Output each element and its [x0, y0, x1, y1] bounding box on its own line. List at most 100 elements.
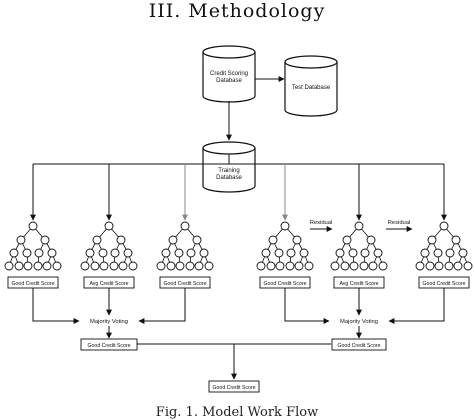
tree-node	[425, 261, 435, 271]
tree-node	[194, 261, 204, 271]
tree-score-label: Avg Credit Score	[339, 281, 378, 287]
residual-arrows: Residual Residual	[310, 220, 413, 232]
tree-node	[378, 261, 388, 271]
tree-node	[14, 261, 24, 271]
tree-node	[23, 261, 33, 271]
tree-score-box: Good Credit Score	[159, 276, 211, 289]
tree-node	[420, 248, 430, 258]
tree-score-label: Good Credit Score	[164, 281, 207, 287]
tree-node	[166, 261, 176, 271]
figure-caption: Fig. 1. Model Work Flow	[155, 405, 319, 420]
ensemble-score-label: Good Credit Score	[88, 343, 131, 349]
tree-feed-arrows	[30, 164, 447, 221]
decision-tree	[330, 221, 388, 271]
tree-node	[85, 248, 95, 258]
tree-node	[9, 248, 19, 258]
tree-node	[109, 261, 119, 271]
tree-node	[434, 261, 444, 271]
tree-node	[451, 235, 461, 245]
ensemble-score-box: Good Credit Score	[331, 338, 387, 351]
tree-node	[174, 248, 184, 258]
tree-node	[156, 261, 166, 271]
tree-node	[304, 261, 314, 271]
decision-trees	[4, 221, 473, 271]
tree-node	[268, 235, 278, 245]
tree-node	[340, 261, 350, 271]
tree-score-label: Good Credit Score	[264, 281, 307, 287]
tree-node	[28, 221, 38, 231]
tree-node	[444, 261, 454, 271]
test-db-label: Test Database	[292, 85, 331, 91]
tree-node	[453, 261, 463, 271]
tree-node	[360, 248, 370, 258]
tree-node	[185, 261, 195, 271]
section-heading: III. Methodology	[148, 0, 326, 22]
tree-node	[192, 235, 202, 245]
tree-node	[266, 261, 276, 271]
tree-node	[98, 248, 108, 258]
tree-node	[373, 248, 383, 258]
vote-input-arrow	[138, 288, 186, 324]
tree-node	[274, 248, 284, 258]
tree-node	[285, 261, 295, 271]
tree-node	[104, 221, 114, 231]
decision-tree	[256, 221, 314, 271]
tree-node	[286, 248, 296, 258]
tree-node	[299, 248, 309, 258]
decision-tree	[415, 221, 473, 271]
tree-node	[22, 248, 32, 258]
tree-score-box: Good Credit Score	[259, 276, 311, 289]
tree-node	[433, 248, 443, 258]
tree-node	[349, 261, 359, 271]
tree-node	[463, 261, 473, 271]
decision-tree	[156, 221, 214, 271]
tree-node	[359, 261, 369, 271]
tree-node	[168, 235, 178, 245]
tree-node	[415, 261, 425, 271]
tree-node	[33, 261, 43, 271]
tree-node	[368, 261, 378, 271]
tree-score-box: Good Credit Score	[418, 276, 470, 289]
tree-score-label: Avg Credit Score	[89, 281, 128, 287]
tree-node	[275, 261, 285, 271]
tree-node	[16, 235, 26, 245]
tree-score-label: Good Credit Score	[12, 281, 55, 287]
tree-node	[175, 261, 185, 271]
tree-node	[99, 261, 109, 271]
tree-node	[180, 221, 190, 231]
tree-node	[427, 235, 437, 245]
tree-node	[439, 221, 449, 231]
test-db-cylinder: Test Database	[284, 55, 338, 117]
tree-node	[330, 261, 340, 271]
tree-score-label: Good Credit Score	[423, 281, 466, 287]
vote-input-arrow	[284, 288, 330, 324]
vote-input-arrow	[32, 288, 80, 324]
tree-node	[52, 261, 62, 271]
tree-node	[128, 261, 138, 271]
tree-node	[186, 248, 196, 258]
residual-label: Residual	[388, 220, 411, 226]
residual-label: Residual	[310, 220, 333, 226]
ensemble-score-box: Good Credit Score	[80, 338, 138, 351]
tree-node	[34, 248, 44, 258]
final-score-box: Good Credit Score	[208, 380, 260, 393]
tree-node	[335, 248, 345, 258]
tree-node	[445, 248, 455, 258]
tree-node	[261, 248, 271, 258]
tree-score-box: Good Credit Score	[7, 276, 59, 289]
tree-node	[342, 235, 352, 245]
vote-input-arrow	[388, 288, 445, 324]
tree-node	[458, 248, 468, 258]
tree-node	[4, 261, 14, 271]
tree-node	[292, 235, 302, 245]
tree-node	[161, 248, 171, 258]
tree-node	[348, 248, 358, 258]
tree-score-box: Avg Credit Score	[333, 276, 385, 289]
majority-voting-label: Majority Voting	[340, 319, 378, 325]
